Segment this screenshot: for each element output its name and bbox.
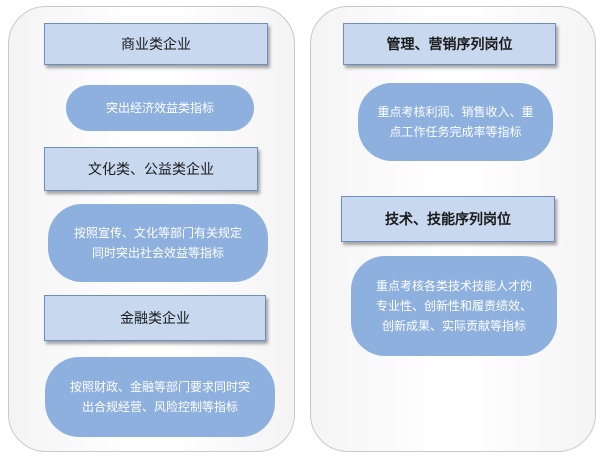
pill-line: 出合规经营、风险控制等指标 bbox=[81, 400, 238, 414]
header-label: 金融类企业 bbox=[120, 311, 190, 327]
pill-cultural-indicators: 按照宣传、文化等部门有关规定 同时突出社会效益等指标 bbox=[48, 204, 268, 282]
header-label: 商业类企业 bbox=[121, 37, 191, 53]
pill-line: 创新成果、实际贡献等指标 bbox=[381, 319, 526, 333]
pill-technical-indicators: 重点考核各类技术技能人才的 专业性、创新性和履责绩效、 创新成果、实际贡献等指标 bbox=[351, 256, 557, 356]
pill-line: 突出经济效益类指标 bbox=[105, 101, 214, 115]
header-technical-skill-positions: 技术、技能序列岗位 bbox=[341, 196, 555, 242]
header-management-marketing-positions: 管理、营销序列岗位 bbox=[343, 23, 556, 65]
header-commercial-enterprise: 商业类企业 bbox=[44, 23, 268, 65]
header-label: 管理、营销序列岗位 bbox=[386, 37, 513, 53]
pill-line: 点工作任务完成率等指标 bbox=[389, 125, 522, 139]
header-financial-enterprise: 金融类企业 bbox=[44, 295, 266, 341]
pill-line: 同时突出社会效益等指标 bbox=[91, 246, 224, 260]
pill-financial-indicators: 按照财政、金融等部门要求同时突 出合规经营、风险控制等指标 bbox=[45, 357, 275, 437]
pill-line: 按照财政、金融等部门要求同时突 bbox=[69, 380, 250, 394]
pill-line: 按照宣传、文化等部门有关规定 bbox=[73, 226, 242, 240]
pill-commercial-indicators: 突出经济效益类指标 bbox=[66, 85, 254, 131]
pill-line: 重点考核利润、销售收入、重 bbox=[377, 105, 534, 119]
header-cultural-public-enterprise: 文化类、公益类企业 bbox=[44, 147, 258, 191]
pill-management-indicators: 重点考核利润、销售收入、重 点工作任务完成率等指标 bbox=[358, 83, 553, 161]
header-label: 技术、技能序列岗位 bbox=[385, 212, 511, 228]
pill-line: 专业性、创新性和履责绩效、 bbox=[375, 299, 532, 313]
header-label: 文化类、公益类企业 bbox=[88, 162, 214, 178]
pill-line: 重点考核各类技术技能人才的 bbox=[375, 279, 532, 293]
